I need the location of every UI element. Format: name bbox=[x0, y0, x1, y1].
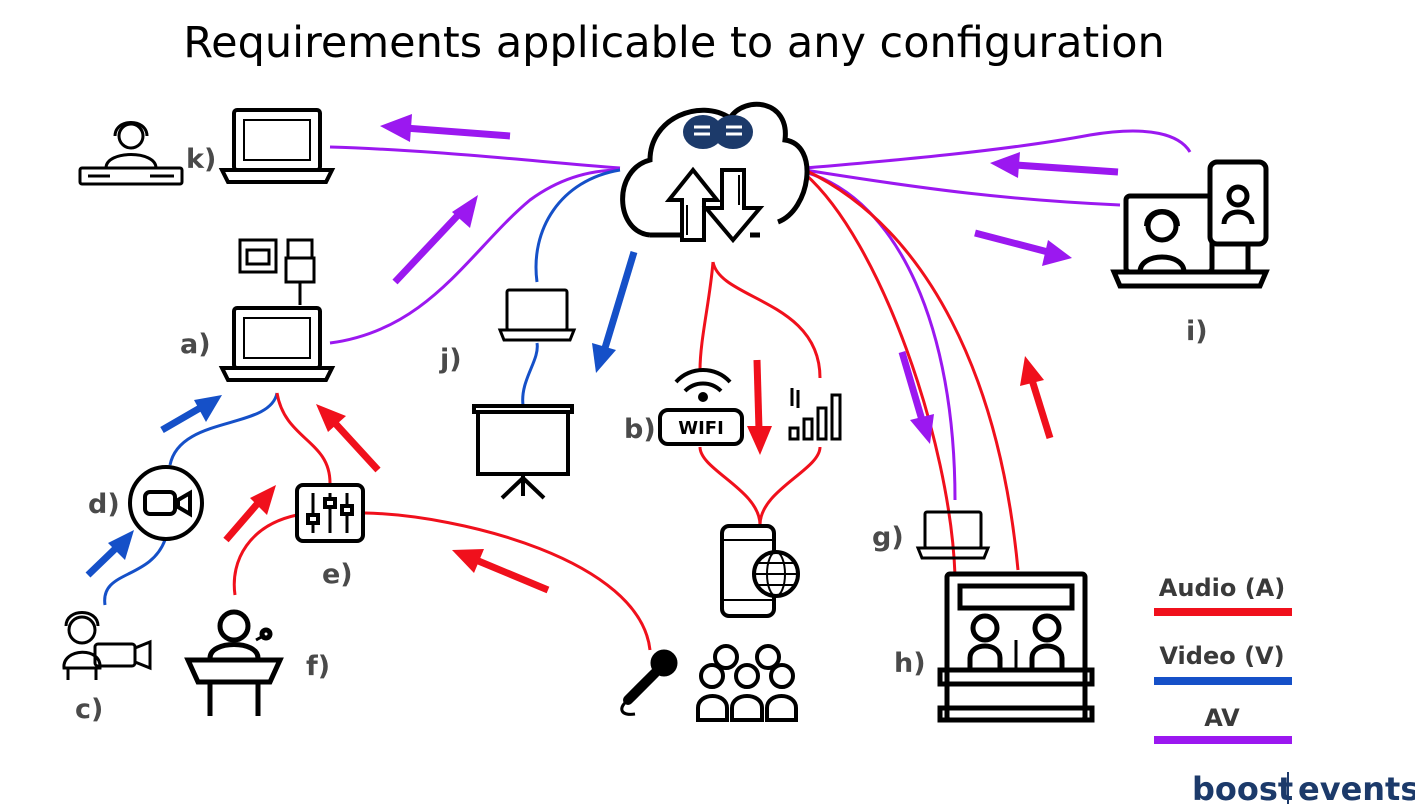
audio-line-cell-phone bbox=[758, 446, 822, 526]
connections bbox=[103, 129, 1192, 651]
video-line-j-screen bbox=[521, 342, 539, 406]
arrow-av-to-g bbox=[898, 351, 934, 444]
arrow-audio-to-phone bbox=[747, 359, 772, 455]
camera-operator-icon bbox=[62, 611, 152, 680]
node-label-h: h) bbox=[894, 648, 926, 679]
arrow-audio-f-to-e bbox=[223, 485, 276, 543]
arrow-audio-e-to-a bbox=[316, 404, 381, 473]
video-line-d-c bbox=[103, 539, 167, 606]
audience-icon bbox=[696, 644, 798, 722]
arrow-av-to-i bbox=[974, 229, 1072, 266]
laptop-icon-g bbox=[915, 510, 991, 560]
brand-name-part2: events bbox=[1298, 770, 1415, 808]
direction-arrows bbox=[85, 114, 1119, 594]
node-label-a: a) bbox=[180, 329, 211, 360]
laptop-icon-a bbox=[218, 306, 336, 382]
brand-logo-icon bbox=[683, 115, 753, 149]
av-line-cloud-i-bottom bbox=[804, 168, 1121, 207]
node-label-d: d) bbox=[88, 489, 120, 520]
speaker-podium-icon bbox=[184, 609, 284, 716]
legend-av-label: AV bbox=[1204, 704, 1240, 732]
wifi-label: WIFI bbox=[678, 418, 724, 439]
diagram-title: Requirements applicable to any configura… bbox=[183, 18, 1165, 68]
brand-footer: boost events bbox=[1192, 770, 1415, 808]
upload-download-arrows-icon bbox=[664, 166, 765, 244]
remote-participants-icon bbox=[1110, 159, 1270, 289]
node-label-g: g) bbox=[872, 522, 904, 553]
microphone-icon bbox=[620, 649, 678, 716]
audio-mixer-icon bbox=[295, 483, 365, 543]
node-label-k: k) bbox=[186, 144, 216, 175]
technician-icon bbox=[78, 121, 184, 186]
cloud-icon bbox=[620, 101, 810, 244]
arrow-video-to-j bbox=[592, 250, 638, 373]
audio-line-a-e bbox=[275, 392, 332, 484]
audio-line-e-mic bbox=[364, 511, 652, 651]
projector-screen-icon bbox=[472, 404, 574, 500]
audio-line-cloud-h2 bbox=[804, 172, 957, 576]
av-line-cloud-i-top bbox=[804, 129, 1192, 170]
node-label-b: b) bbox=[624, 414, 656, 445]
node-label-f: f) bbox=[306, 651, 330, 682]
arrow-audio-mic-to-e bbox=[452, 549, 550, 594]
audio-line-cloud-h1 bbox=[804, 168, 1020, 571]
arrow-av-a-up bbox=[392, 195, 478, 285]
arrow-video-d-up bbox=[160, 395, 222, 434]
audio-line-cloud-wifi bbox=[698, 261, 715, 371]
video-line-cloud-j bbox=[534, 168, 621, 283]
brand-name-part1: boost bbox=[1192, 770, 1293, 808]
node-label-i: i) bbox=[1186, 316, 1208, 347]
laptop-icon-k bbox=[218, 108, 336, 184]
audio-line-cloud-cell bbox=[711, 261, 822, 379]
audio-line-wifi-phone bbox=[698, 446, 762, 526]
av-line-cloud-g bbox=[804, 170, 957, 501]
arrow-av-to-k bbox=[380, 114, 511, 142]
legend-audio-label: Audio (A) bbox=[1159, 574, 1285, 602]
arrow-av-to-cloud-from-i bbox=[990, 152, 1119, 178]
arrow-video-c-up bbox=[85, 530, 134, 578]
smartphone-globe-icon bbox=[720, 524, 800, 618]
laptop-icon-j bbox=[497, 288, 577, 342]
node-label-c: c) bbox=[75, 694, 103, 725]
video-camera-icon bbox=[128, 465, 204, 541]
video-line-a-d bbox=[168, 392, 279, 466]
interpreter-booth-icon bbox=[937, 571, 1095, 723]
arrow-audio-from-h bbox=[1020, 356, 1054, 440]
ethernet-port-icon bbox=[238, 238, 316, 305]
av-line-a-cloud bbox=[329, 168, 621, 345]
av-line-k-cloud bbox=[329, 145, 621, 170]
wifi-icon bbox=[658, 368, 744, 446]
legend: Audio (A) Video (V) AV bbox=[1154, 574, 1292, 744]
node-label-j: j) bbox=[439, 344, 462, 375]
node-label-e: e) bbox=[322, 559, 353, 590]
cellular-signal-icon bbox=[788, 388, 842, 441]
audio-line-e-f bbox=[232, 513, 298, 596]
legend-video-label: Video (V) bbox=[1159, 642, 1284, 670]
